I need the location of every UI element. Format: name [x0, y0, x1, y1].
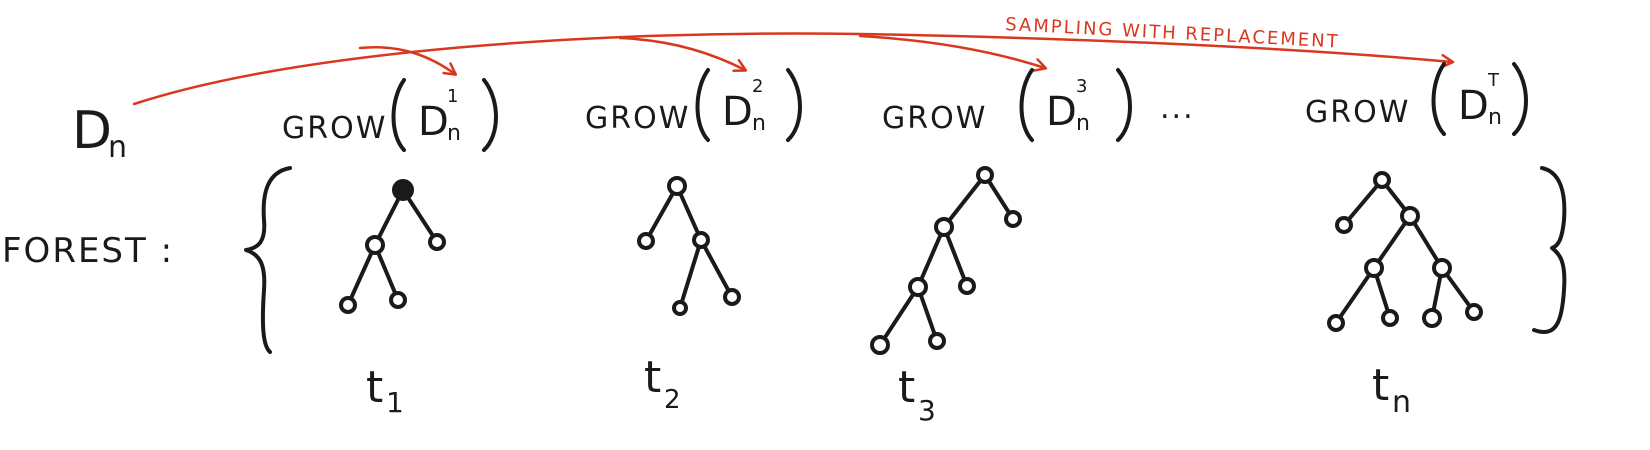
tree-node — [1422, 308, 1442, 328]
open-paren — [695, 68, 710, 142]
right-brace — [1532, 166, 1567, 334]
tree-node — [667, 176, 687, 196]
grow-term-2: GROW D 2 n — [585, 68, 802, 142]
tree-edge — [942, 173, 987, 229]
tree-node — [392, 179, 414, 201]
close-paren — [786, 68, 802, 142]
grow-term-3: GROW D 3 n — [882, 68, 1132, 142]
tree-label-1: t 1 — [366, 362, 406, 419]
tree-label-base: t — [1372, 360, 1391, 411]
open-paren — [391, 78, 406, 152]
open-paren — [1019, 68, 1034, 142]
tree-edge — [1342, 178, 1384, 227]
sampling-arrows — [132, 32, 1452, 106]
tree-label-2: t 2 — [644, 352, 683, 415]
tree-node — [1432, 258, 1452, 278]
tree-node — [1327, 314, 1345, 332]
tree-label-sub: n — [1392, 385, 1413, 420]
grow-base: D — [418, 99, 451, 145]
left-brace — [244, 166, 292, 354]
grow-sup: 2 — [752, 76, 765, 97]
grow-word: GROW — [1305, 95, 1410, 130]
tree-node — [928, 332, 946, 350]
tree-edge — [1408, 214, 1444, 270]
grow-sup: 3 — [1076, 76, 1089, 97]
grow-base: D — [1046, 89, 1079, 135]
tree-node — [428, 233, 446, 251]
tree-node — [908, 277, 928, 297]
sampling-arrow-3 — [858, 34, 1045, 68]
close-paren — [1512, 62, 1528, 136]
tree-edge — [878, 285, 920, 347]
sampling-label: SAMPLING WITH REPLACEMENT — [1005, 14, 1340, 52]
tree-node — [1381, 309, 1399, 327]
grow-sup: 1 — [447, 86, 460, 107]
tree-2 — [637, 176, 741, 316]
tree-node — [870, 335, 890, 355]
grow-base: D — [722, 89, 755, 135]
tree-node — [1373, 171, 1391, 189]
sampling-arrow-1 — [358, 46, 455, 74]
tree-node — [389, 291, 407, 309]
tree-node — [1465, 303, 1483, 321]
tree-label-base: t — [898, 362, 917, 413]
tree-node — [692, 231, 710, 249]
close-paren — [482, 78, 498, 152]
grow-word: GROW — [282, 111, 387, 146]
sampling-arrow-2 — [618, 36, 745, 70]
tree-edge — [644, 184, 679, 243]
tree-node — [365, 235, 385, 255]
grow-sub: n — [447, 121, 463, 146]
tree-node — [637, 232, 655, 250]
close-paren — [1116, 68, 1132, 142]
grow-word: GROW — [882, 101, 987, 136]
forest-label: FOREST : — [2, 231, 174, 271]
grow-base: D — [1458, 83, 1491, 129]
grow-sub: n — [1076, 111, 1092, 136]
tree-edge — [678, 238, 703, 310]
dataset-label: D n — [72, 101, 129, 165]
tree-edge — [916, 225, 946, 289]
tree-node — [958, 277, 976, 295]
open-paren — [1431, 62, 1446, 136]
tree-label-sub: 1 — [386, 386, 406, 419]
tree-node — [976, 166, 994, 184]
tree-node — [1335, 216, 1353, 234]
tree-4 — [1327, 171, 1483, 332]
grow-sub: n — [1488, 105, 1504, 130]
tree-node — [1004, 210, 1022, 228]
grow-term-4: GROW D T n — [1305, 62, 1528, 136]
grow-word: GROW — [585, 101, 690, 136]
tree-node — [672, 300, 688, 316]
tree-1 — [339, 179, 446, 314]
tree-label-base: t — [366, 362, 385, 413]
tree-edge — [942, 225, 969, 288]
dataset-symbol: D — [72, 101, 114, 161]
tree-edge — [1372, 214, 1412, 270]
tree-node — [934, 217, 954, 237]
tree-edge — [346, 243, 377, 307]
tree-edge — [1334, 266, 1376, 325]
tree-node — [1364, 258, 1384, 278]
tree-label-sub: 2 — [664, 385, 683, 415]
tree-label-base: t — [644, 352, 663, 403]
tree-node — [339, 296, 357, 314]
tree-3 — [870, 166, 1022, 355]
grow-term-1: GROW D 1 n — [282, 78, 498, 152]
grow-sub: n — [752, 111, 768, 136]
tree-node — [723, 288, 741, 306]
tree-node — [1400, 206, 1420, 226]
tree-label-sub: 3 — [918, 394, 938, 427]
ellipsis: ... — [1160, 91, 1195, 126]
tree-label-3: t 3 — [898, 362, 938, 427]
tree-edge — [699, 238, 734, 299]
dataset-subscript: n — [108, 130, 129, 165]
grow-sup: T — [1487, 70, 1501, 91]
tree-label-4: t n — [1372, 360, 1413, 420]
sampling-arrow-main — [132, 32, 1452, 106]
